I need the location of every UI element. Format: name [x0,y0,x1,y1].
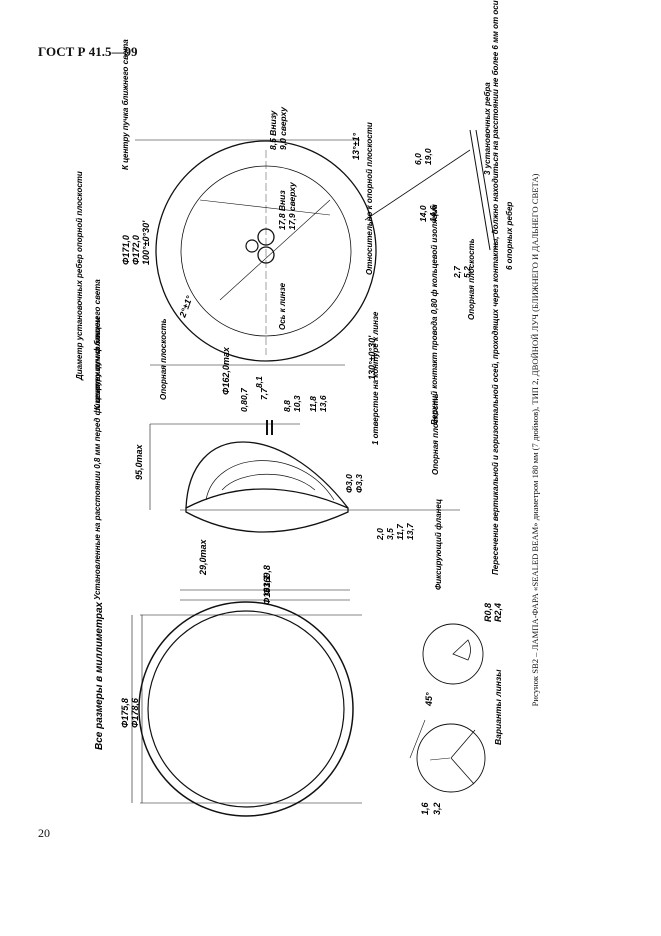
ref-plane-ribs-label: Диаметр установочных ребер опорной плоск… [75,171,84,381]
dim-178: Φ178,6 [130,697,140,728]
dim-20: 2,0 [375,528,385,541]
beam-center-1: К центру пучка ближнего света [93,279,102,410]
dim-290: 29,0max [198,538,208,576]
r08: R0,8 [483,603,493,622]
dim-27: 2,7 [452,265,462,279]
angle-13: 13°±1° [351,132,361,160]
dim-950: 95,0max [134,443,144,480]
dim-1631: Φ163,1 [262,575,272,605]
dim-118: 11,8 [308,396,318,412]
dim-117: 11,7 [395,523,405,540]
dim-52: 5,2 [462,266,472,278]
dim-85: 8,5 Внизу [268,109,278,150]
dim-175: Φ175,8 [120,698,130,728]
dim-16: 1,6 [420,801,430,815]
dim-137: 13,7 [405,522,415,540]
ribs-6-label: 6 опорных ребер [505,202,514,270]
beam-center-2: К центру пучка ближнего света [121,39,130,170]
dim-1710: Φ171,0 [121,235,131,265]
dim-136: 13,6 [318,395,328,412]
r24: R2,4 [493,603,503,622]
angle-45: 45° [424,692,434,707]
dim-07: 0,7 [239,387,249,400]
front-view [131,601,362,817]
page-number: 20 [38,826,50,840]
one-hole-label: 1 отверстие на контуре к линзе [371,311,380,445]
support-plane-3: Опорная плоскость [467,238,476,320]
lens-axis-label: Ось к линзе [278,282,287,330]
fix-flange-label: Фиксирующий фланец [434,499,443,590]
dim-88: 8,8 [282,400,292,412]
side-view [149,420,460,601]
dim-35: 3,5 [385,528,395,540]
dim-146: 14,6 [428,205,438,222]
rel-plane-label: Относительно к опорной плоскости [365,122,374,275]
ribs-3-label: 3 установочных ребра [483,82,492,175]
note-axes: Пересечение вертикальной и горизонтально… [491,0,500,575]
figure-caption: Рисунок SB2 – ЛАМПА-ФАРА «SEALED BEAM» д… [530,173,540,707]
top-contact-label: Верхний контакт провода 0,80 ф кольцевой… [430,204,439,425]
dim-190: 19,0 [423,148,433,165]
dim-1698: Φ169,8 [262,565,272,595]
lens-variant-detail-2 [422,623,484,685]
dim-1720: Φ172,0 [131,235,141,265]
dim-140: 14,0 [418,205,428,222]
dim-32: 3,2 [432,802,442,815]
document-header: ГОСТ Р 41.5—99 [38,44,138,59]
marked-ribs-label: Установленные на расстоянии 0,8 мм перед… [93,317,102,600]
dim-1620: Φ162,0max [221,346,231,395]
lens-variant-detail-1 [409,719,486,793]
dim-90: 9,0 сверху [278,106,288,150]
angle-100: 100°±0°30' [141,220,151,265]
angle-2: 2°±1° [177,294,194,320]
dim-60: 6,0 [413,153,423,165]
dim-33: Φ3,3 [354,474,364,493]
dim-81: 8,1 [254,376,264,388]
rear-view [135,129,497,366]
dim-103: 10,3 [292,395,302,412]
all-dims-label: Все размеры в миллиметрах [94,601,105,750]
dim-08: 0,8 [239,400,249,412]
dim-178b: 17,8 Вниз [277,190,287,230]
support-plane-2: Опорная плоскость [159,318,168,400]
lens-variants-label: Варианты линзы [493,669,503,745]
dim-179: 17,9 сверху [287,181,297,230]
dim-30: Φ3,0 [344,474,354,493]
dim-77: 7,7 [259,387,269,400]
angle-130: 130°±0°30' [367,335,377,380]
support-plane-label: Опорная плоскость [431,393,440,475]
